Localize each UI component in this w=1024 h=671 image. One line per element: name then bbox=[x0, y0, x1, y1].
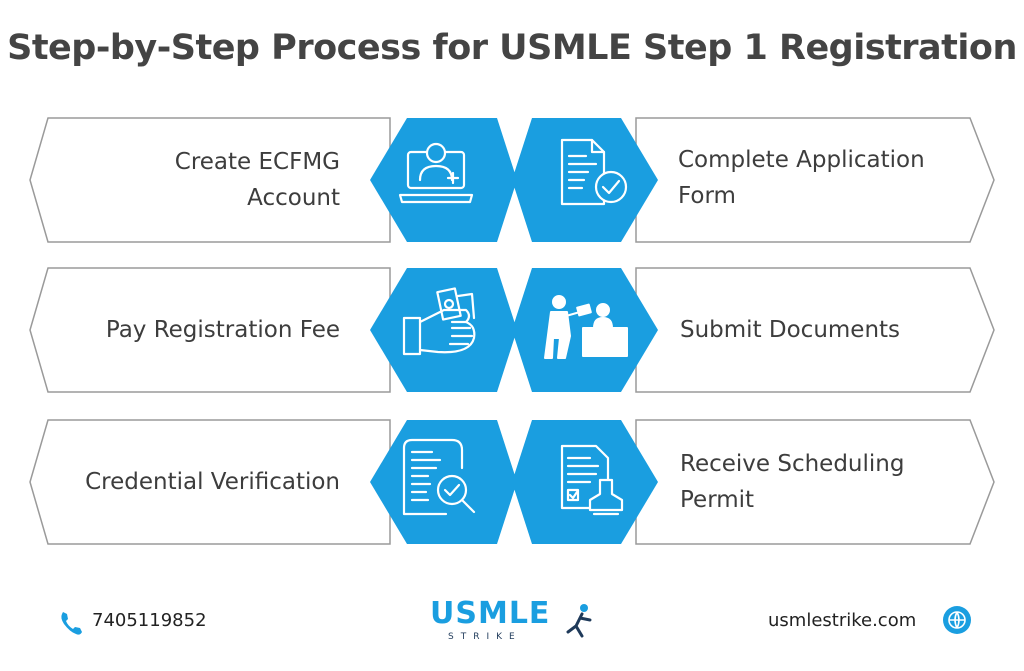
step-6-arrow bbox=[635, 419, 995, 545]
phone-number-text: 7405119852 bbox=[92, 609, 207, 631]
step-2-line-2: Form bbox=[678, 183, 736, 209]
step-3-label: Pay Registration Fee bbox=[50, 290, 340, 370]
website-text: usmlestrike.com bbox=[768, 609, 917, 631]
step-1-arrow bbox=[29, 117, 391, 243]
phone-number[interactable]: 7405119852 bbox=[92, 608, 207, 632]
page-title: Step-by-Step Process for USMLE Step 1 Re… bbox=[7, 28, 1017, 68]
laptop-user-icon bbox=[398, 142, 474, 204]
step-4-label: Submit Documents bbox=[680, 290, 980, 370]
step-2-line-1: Complete Application bbox=[678, 147, 925, 173]
step-3-arrow bbox=[29, 267, 391, 393]
desk-submission-icon bbox=[544, 295, 628, 359]
step-5-arrow bbox=[29, 419, 391, 545]
logo-sub-text: STRIKE bbox=[448, 632, 522, 642]
hand-money-icon bbox=[402, 287, 476, 356]
step-1-line-2: Account bbox=[247, 185, 340, 211]
step-3-hexagon bbox=[370, 268, 517, 392]
step-1-hexagon bbox=[370, 118, 517, 242]
step-2-label: Complete Application Form bbox=[678, 138, 978, 218]
step-4-line-1: Submit Documents bbox=[680, 317, 901, 343]
phone-icon bbox=[61, 612, 82, 635]
step-1-label: Create ECFMG Account bbox=[60, 140, 340, 220]
website-link[interactable]: usmlestrike.com bbox=[768, 608, 916, 632]
permit-stamp-icon bbox=[560, 444, 624, 516]
brand-logo: USMLE STRIKE bbox=[430, 596, 600, 648]
globe-icon bbox=[943, 606, 971, 634]
document-magnifier-icon bbox=[402, 438, 476, 516]
step-1-line-1: Create ECFMG bbox=[174, 149, 340, 175]
step-3-line-1: Pay Registration Fee bbox=[105, 317, 340, 343]
logo-figure-icon bbox=[566, 604, 592, 638]
step-5-line-1: Credential Verification bbox=[85, 469, 340, 495]
step-5-label: Credential Verification bbox=[40, 442, 340, 522]
document-check-icon bbox=[560, 138, 628, 206]
step-2-arrow bbox=[635, 117, 995, 243]
logo-main-text: USMLE bbox=[430, 596, 551, 631]
step-6-line-2: Permit bbox=[680, 487, 755, 513]
step-6-label: Receive Scheduling Permit bbox=[680, 442, 980, 522]
step-6-line-1: Receive Scheduling bbox=[680, 451, 905, 477]
step-4-arrow bbox=[635, 267, 995, 393]
